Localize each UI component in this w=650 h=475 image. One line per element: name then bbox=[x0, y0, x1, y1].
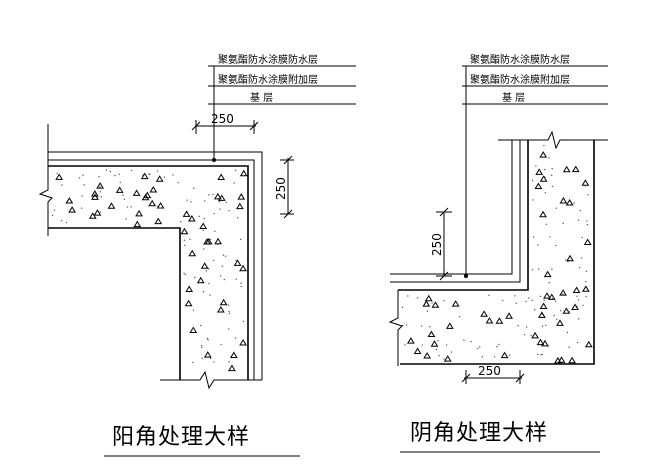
dimension-line-horizontal bbox=[461, 370, 525, 384]
membrane-layer-2 bbox=[48, 151, 263, 380]
leader-line bbox=[462, 65, 608, 278]
internal-corner-detail: 聚氨酯防水涂膜防水层 聚氨酯防水涂膜附加层 基 层 250 250 阴角处理大样 bbox=[388, 53, 608, 453]
layer-label-3: 基 层 bbox=[250, 91, 273, 104]
leader-line bbox=[208, 65, 356, 162]
dimension-vertical: 250 bbox=[274, 177, 288, 200]
dimension-line-horizontal bbox=[191, 120, 259, 134]
layer-label-2: 聚氨酯防水涂膜附加层 bbox=[470, 73, 570, 86]
dimension-line-vertical bbox=[436, 207, 452, 281]
concrete-hatch bbox=[51, 169, 248, 372]
dimension-line-vertical bbox=[280, 155, 294, 219]
break-marker-left bbox=[38, 124, 53, 236]
layer-label-1: 聚氨酯防水涂膜防水层 bbox=[218, 53, 318, 66]
membrane-layer-1 bbox=[48, 159, 255, 380]
layer-label-3: 基 层 bbox=[502, 91, 525, 104]
layer-label-2: 聚氨酯防水涂膜附加层 bbox=[218, 73, 318, 86]
break-marker-left bbox=[388, 290, 403, 366]
dimension-horizontal: 250 bbox=[211, 112, 234, 126]
break-marker-bottom bbox=[160, 370, 262, 390]
concrete-hatch bbox=[401, 144, 593, 364]
dimension-vertical: 250 bbox=[430, 233, 444, 256]
dimension-horizontal: 250 bbox=[478, 364, 501, 378]
membrane-layer-1 bbox=[390, 140, 521, 283]
break-marker-top bbox=[498, 130, 608, 150]
concrete-outline bbox=[398, 140, 595, 365]
layer-label-1: 聚氨酯防水涂膜防水层 bbox=[470, 53, 570, 66]
membrane-layer-2 bbox=[390, 140, 513, 275]
external-corner-detail: 聚氨酯防水涂膜防水层 聚氨酯防水涂膜附加层 基 层 250 250 阳角处理大样 bbox=[38, 53, 356, 457]
concrete-outline bbox=[48, 165, 249, 380]
caption-internal-corner: 阴角处理大样 bbox=[410, 421, 548, 446]
caption-external-corner: 阳角处理大样 bbox=[112, 425, 250, 450]
